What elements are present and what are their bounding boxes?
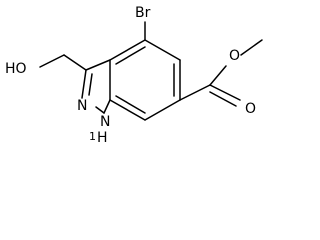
bond-oether-ch3 xyxy=(240,39,263,56)
bond-c3a-c4 xyxy=(109,39,146,61)
bond-c3a-c4-inner xyxy=(115,46,146,65)
bond-n1-c7a xyxy=(103,99,111,114)
ester-ether-oxygen-label: O xyxy=(229,48,240,64)
bond-c6-c7 xyxy=(144,99,181,121)
bond-carbonyl-double-inner xyxy=(209,91,237,107)
bond-ch2-oh xyxy=(39,54,65,68)
bond-c3-n2-inner xyxy=(88,73,93,96)
bond-carbonyl-double xyxy=(209,84,241,101)
molecule-structure: Br HO O O N N 1 H xyxy=(5,5,263,146)
bond-c3-ch2 xyxy=(63,54,87,71)
bond-c3a-c3 xyxy=(85,59,111,71)
n1-hydrogen-label: H xyxy=(97,130,108,146)
n1-hydrogen-number-label: 1 xyxy=(89,130,96,143)
pyrazole-n2-label: N xyxy=(77,98,87,114)
ester-carbonyl-oxygen-label: O xyxy=(245,101,256,117)
structure-canvas: Br HO O O N N 1 H xyxy=(5,5,263,146)
bond-c-oether xyxy=(209,65,227,86)
bond-c7-c7a-inner xyxy=(115,95,146,114)
bond-c6-ccarbonyl xyxy=(179,84,211,101)
bond-n2-n1 xyxy=(95,106,105,114)
bond-c7-c7a xyxy=(109,99,146,121)
bond-c3-n2 xyxy=(81,69,87,99)
pyrazole-n1-label: N xyxy=(100,114,110,130)
bromine-label: Br xyxy=(135,5,151,21)
bond-c4-c5 xyxy=(144,39,181,61)
hydroxyl-label: HO xyxy=(5,61,27,77)
